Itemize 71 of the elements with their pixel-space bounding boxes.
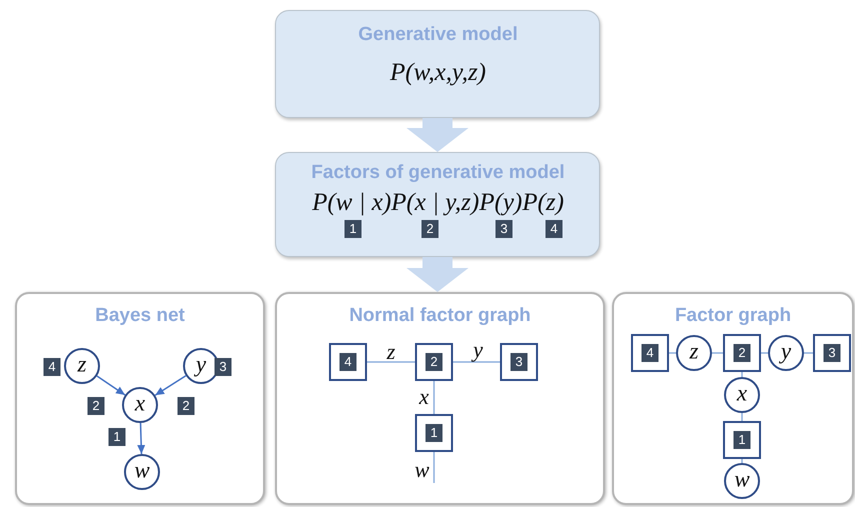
panel-title: Bayes net [95,305,185,327]
factor-number: 4 [642,344,658,362]
variable-circle [124,454,160,490]
formula: P(w | x)P(x | y,z)P(y)P(z) [312,189,564,217]
factor-number: 3 [510,353,528,371]
variable-name: x [736,380,748,407]
factor-number: 4 [44,358,60,376]
edge-label: 2 [178,397,194,415]
factor-number: 2 [734,344,750,362]
factor-number: 3 [496,220,512,238]
variable-name: y [780,338,792,365]
variable-circle [676,335,712,371]
factor-square [723,334,761,372]
connector-line [453,361,500,363]
factor-number: 1 [344,220,362,238]
arrow [96,375,126,396]
panel-title: Factor graph [674,305,792,327]
factor-number: 4 [340,353,356,371]
graph-panel [15,292,265,505]
factor-square [631,334,669,372]
variable-circle [724,463,760,499]
factor-square [813,334,851,372]
factor-number: 3 [214,358,232,376]
variable-name: z [78,352,86,378]
box-title: Factors of generative model [311,162,565,184]
model-box [275,10,600,118]
edge-label: w [414,459,430,481]
graph-panel [612,292,854,505]
arrow [154,375,186,396]
variable-circle [724,377,760,413]
factor-number: 2 [426,353,442,371]
edge-label: 2 [88,397,104,415]
variable-circle [768,335,804,371]
edge-label: z [386,341,396,363]
variable-name: w [734,466,750,493]
factor-square [415,414,453,452]
factor-square [415,343,453,381]
graph-panel [275,292,605,505]
block-arrow [406,257,468,292]
connector-line [433,381,435,414]
connector-line [669,352,676,354]
variable-name: x [134,390,146,417]
connector-line [804,352,813,354]
factor-number: 4 [546,220,562,238]
connector-line [741,372,743,377]
edge-label: x [419,386,429,408]
panel-title: Normal factor graph [349,305,531,327]
factor-square [723,421,761,459]
connector-line [433,452,435,483]
connector-line [367,361,415,363]
arrow [137,422,146,454]
connector-line [741,459,743,463]
factor-square [500,343,538,381]
factor-number: 3 [824,344,840,362]
connector-line [712,352,723,354]
factor-square [329,343,367,381]
model-box [275,152,600,257]
variable-name: z [690,338,698,365]
variable-name: y [196,352,206,378]
formula: P(w,x,y,z) [390,59,486,87]
connector-line [741,413,743,421]
factor-number: 1 [734,431,750,449]
factor-number: 1 [426,424,442,442]
variable-circle [122,387,158,423]
block-arrow [406,118,468,152]
box-title: Generative model [358,24,518,46]
variable-name: w [134,458,150,484]
edge-label: y [473,339,483,361]
connector-line [761,352,768,354]
factor-number: 2 [422,220,438,238]
edge-label: 1 [108,428,126,446]
